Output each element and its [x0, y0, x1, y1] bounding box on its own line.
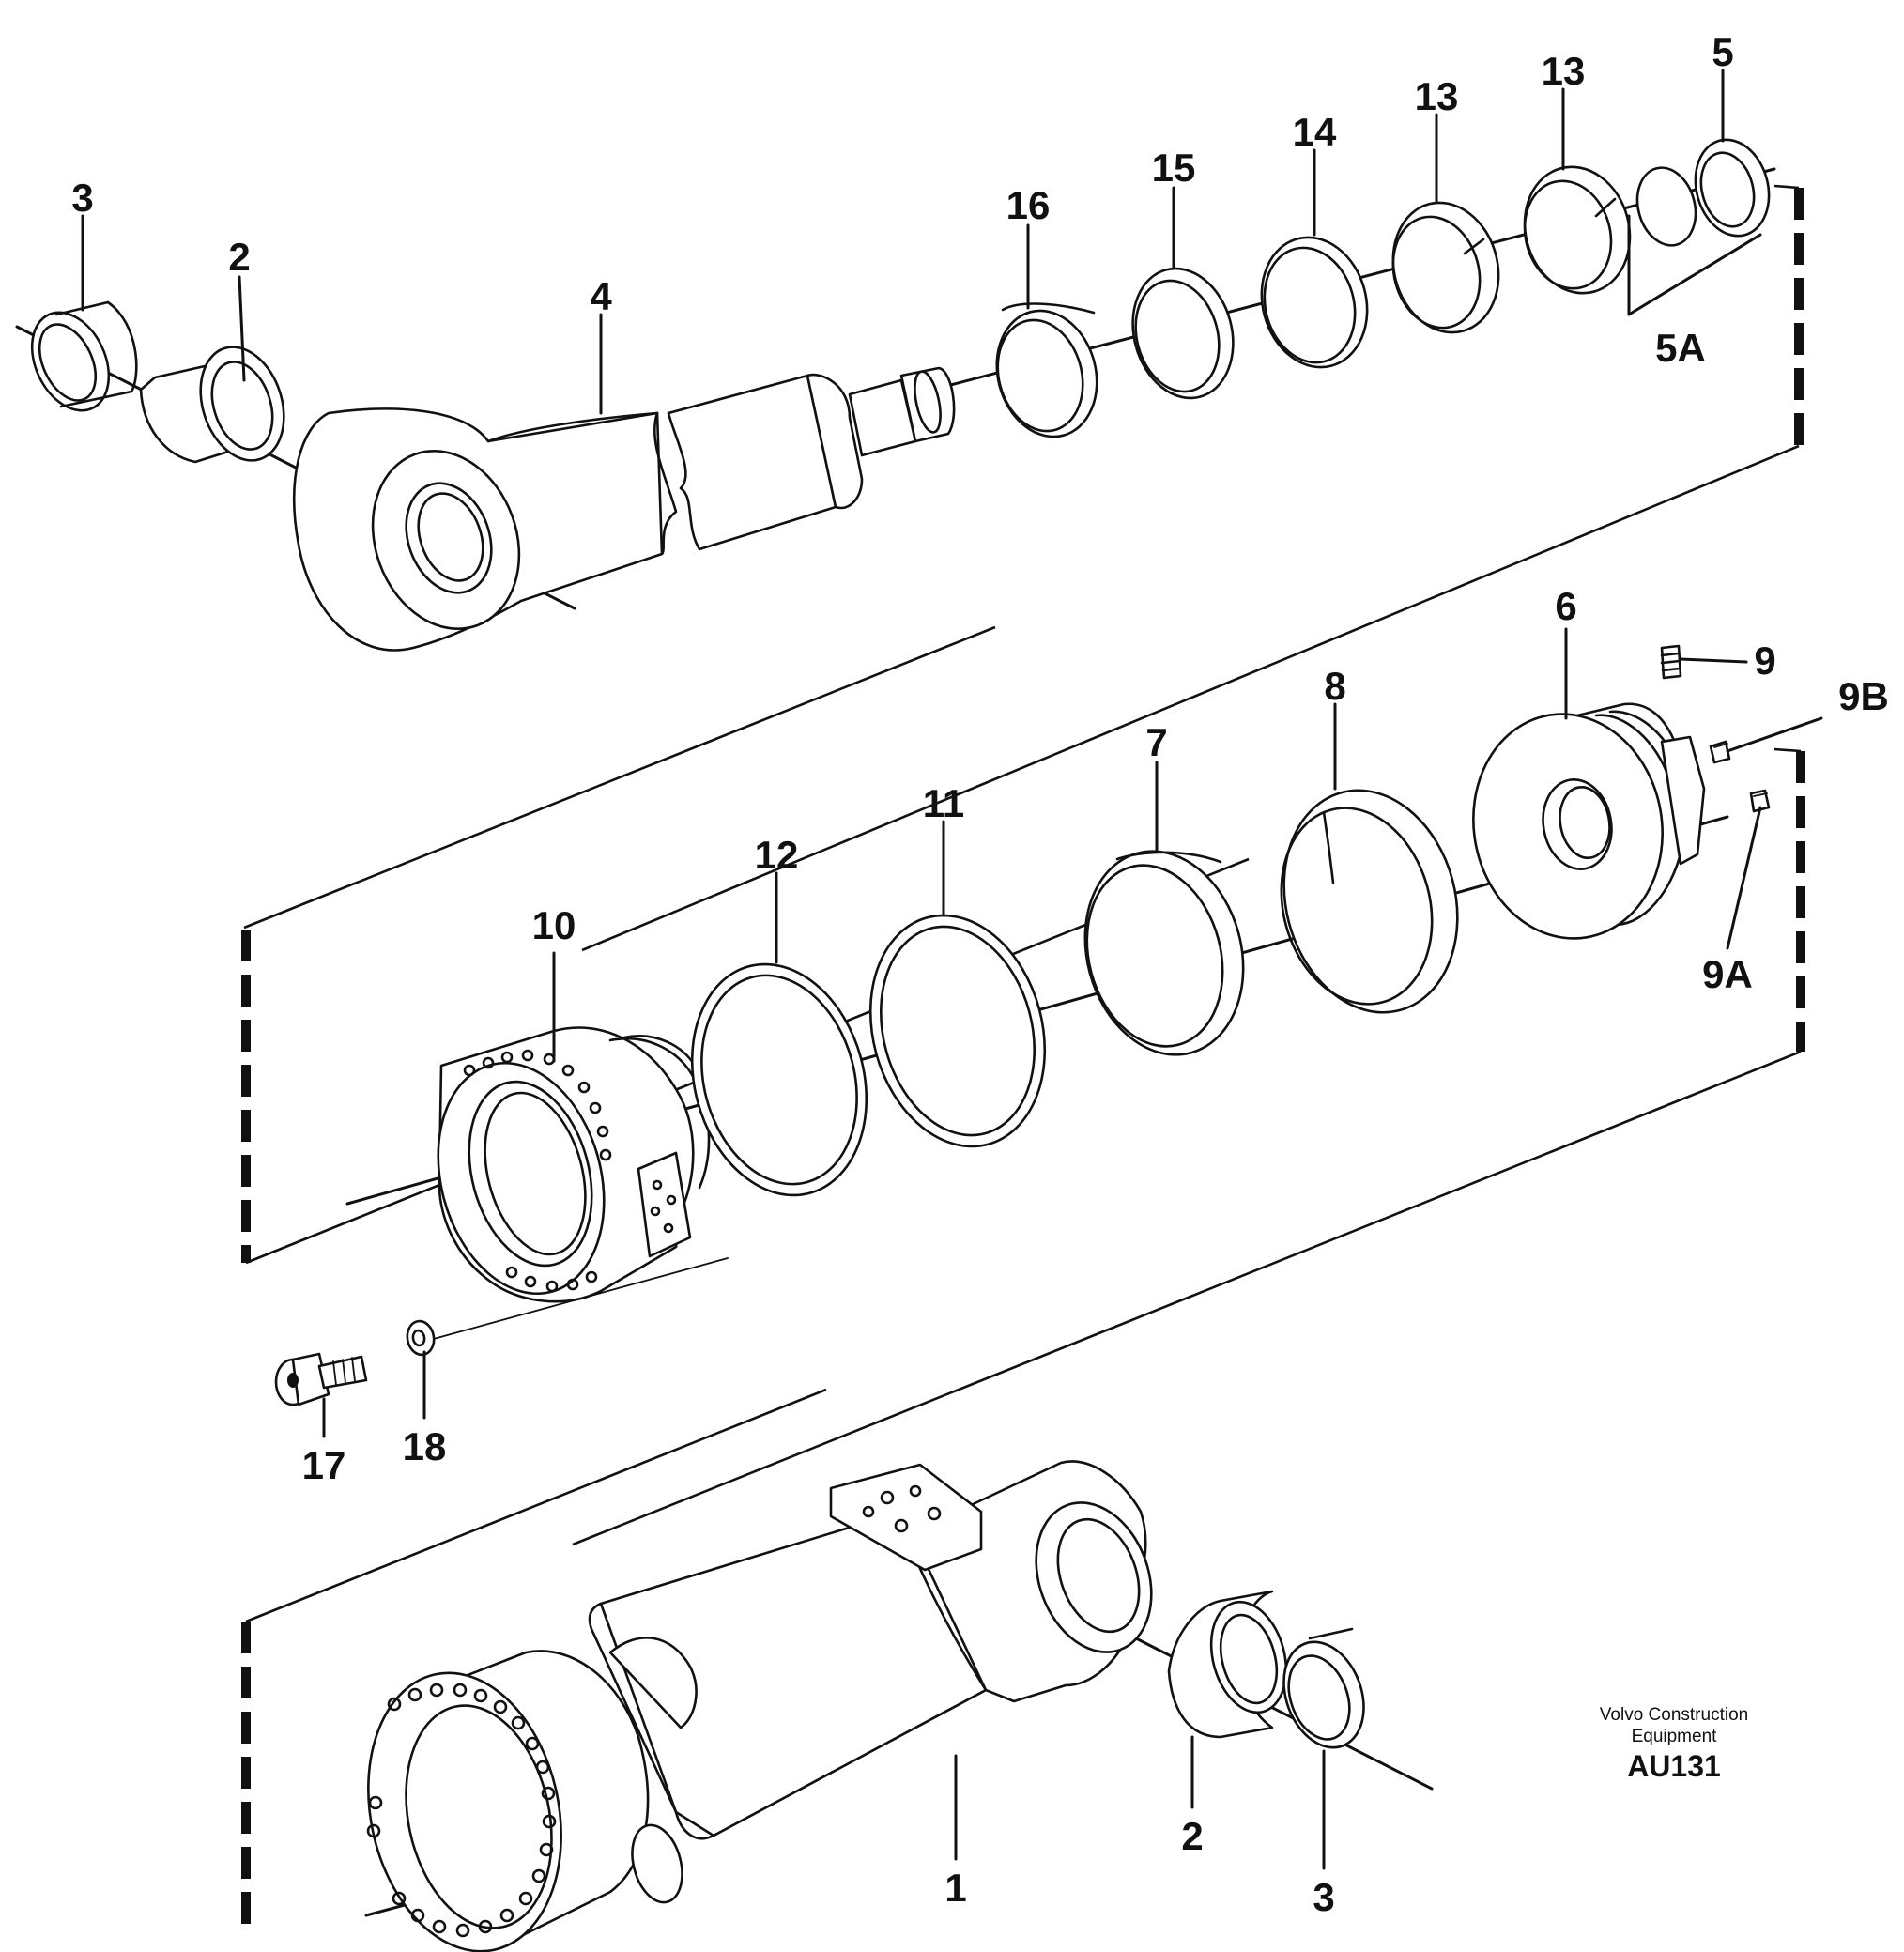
- leader-lines: [81, 69, 1823, 1870]
- bottom-bushing-2: [1167, 1590, 1288, 1739]
- bolt-17: [274, 1352, 368, 1406]
- callout-top-3: 3: [71, 176, 93, 220]
- callout-bot-3: 3: [1313, 1875, 1334, 1919]
- callout-top-2: 2: [228, 235, 250, 279]
- brand-line-2: Equipment: [1632, 1727, 1718, 1746]
- callout-mid-9b: 9B: [1838, 674, 1889, 718]
- head-bolt-holes: [463, 1049, 612, 1293]
- ring-13-b: [1523, 165, 1632, 295]
- ring-16: [995, 302, 1098, 438]
- callout-mid-8: 8: [1324, 664, 1345, 708]
- callout-top-5: 5: [1712, 30, 1733, 74]
- callout-bot-1: 1: [944, 1866, 966, 1910]
- callout-mid-9: 9: [1754, 638, 1775, 683]
- callout-top-5a: 5A: [1655, 326, 1706, 370]
- brand-block: Volvo Construction Equipment AU131: [1600, 1705, 1748, 1783]
- callout-mid-12: 12: [755, 833, 799, 877]
- ring-15: [1131, 267, 1235, 400]
- callout-washer-18: 18: [403, 1424, 447, 1468]
- cylinder-tube-1: [366, 1460, 1153, 1952]
- callout-mid-9a: 9A: [1702, 952, 1753, 996]
- callout-labels: 3 2 4 16 15 14 13 13 5 5A 6 9 9B 9A 8 7 …: [71, 30, 1889, 1919]
- ring-11: [868, 914, 1047, 1148]
- ring-14: [1260, 236, 1369, 369]
- ring-12: [690, 962, 868, 1197]
- callout-top-15: 15: [1152, 146, 1196, 190]
- brand-line-1: Volvo Construction: [1600, 1705, 1748, 1725]
- piston-rod-4: [293, 366, 956, 652]
- ring-7: [1083, 850, 1245, 1056]
- callout-bolt-17: 17: [302, 1443, 346, 1487]
- ring-8: [1280, 789, 1459, 1014]
- top-bushing-2: [139, 346, 285, 464]
- cylinder-head-10: [437, 1026, 711, 1303]
- top-seal-ring-3: [30, 300, 138, 412]
- drawing-code: AU131: [1627, 1749, 1721, 1783]
- callout-top-13b: 13: [1542, 49, 1586, 93]
- bottom-seal-ring-3: [1282, 1627, 1365, 1749]
- callout-bot-2: 2: [1181, 1814, 1203, 1858]
- callout-top-4: 4: [590, 274, 612, 318]
- top-ring-5: [1635, 138, 1771, 247]
- callout-top-16: 16: [1006, 183, 1051, 227]
- callout-mid-6: 6: [1555, 584, 1576, 628]
- callout-mid-7: 7: [1145, 720, 1167, 764]
- callout-top-14: 14: [1293, 110, 1337, 154]
- ring-13-a: [1391, 201, 1500, 334]
- flange-bolt-holes: [366, 1683, 557, 1938]
- piston-6: [1472, 644, 1771, 940]
- washer-18: [406, 1319, 436, 1357]
- callout-mid-11: 11: [923, 781, 964, 825]
- callout-top-13a: 13: [1415, 74, 1459, 118]
- callout-mid-10: 10: [532, 903, 576, 947]
